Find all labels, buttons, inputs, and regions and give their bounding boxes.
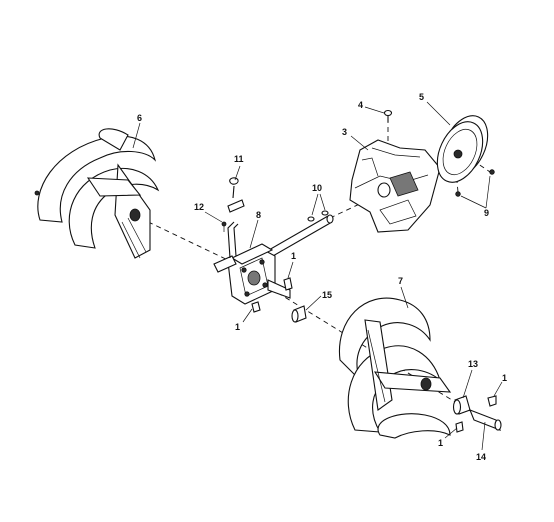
- bushing: [291, 305, 307, 323]
- callout-3: 3: [342, 127, 347, 137]
- callout-1-top: 1: [291, 251, 296, 261]
- callout-5: 5: [419, 92, 424, 102]
- callout-1-left: 1: [235, 322, 240, 332]
- callout-numbers: 6 11 12 8 10 3 4 5 9 1 15 1 7 13 1 1 14: [137, 92, 507, 462]
- callout-1-bottom: 1: [438, 438, 443, 448]
- callout-14: 14: [476, 452, 486, 462]
- shaft-14: [469, 409, 502, 431]
- bearing: [452, 395, 471, 415]
- shear-bolts: [251, 277, 497, 433]
- callout-1-right: 1: [502, 373, 507, 383]
- callout-4: 4: [358, 100, 363, 110]
- pulley: [436, 115, 489, 183]
- left-auger: [34, 128, 160, 259]
- leader-lines: [132, 101, 503, 451]
- callout-7: 7: [398, 276, 403, 286]
- shaft-keys: [307, 210, 329, 222]
- callout-10: 10: [312, 183, 322, 193]
- bolt-4: [383, 109, 393, 122]
- callout-9: 9: [484, 208, 489, 218]
- callout-12: 12: [194, 202, 204, 212]
- bolts-9: [455, 169, 495, 197]
- callout-6: 6: [137, 113, 142, 123]
- callout-11: 11: [234, 154, 244, 164]
- callout-13: 13: [468, 359, 478, 369]
- right-auger: [338, 297, 452, 439]
- gearbox-assembly: [213, 214, 334, 305]
- callout-15: 15: [322, 290, 332, 300]
- fitting-group: [221, 177, 245, 232]
- housing-bracket: [349, 139, 441, 233]
- callout-8: 8: [256, 210, 261, 220]
